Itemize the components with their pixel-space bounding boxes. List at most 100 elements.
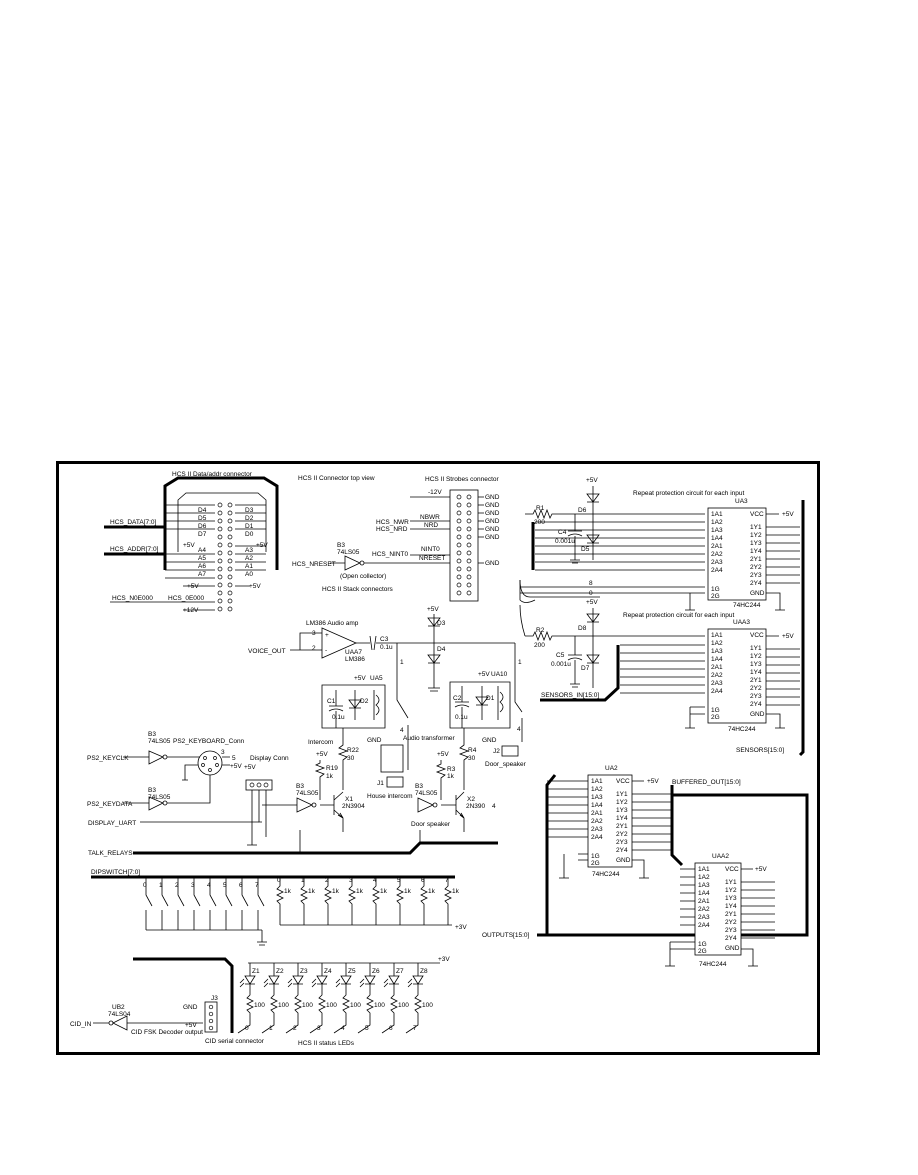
relay-switch-1 [396, 643, 409, 770]
pullup-resistor [444, 877, 452, 925]
zener-label: Z5 [348, 968, 356, 975]
repeat-note-bottom: Repeat protection circuit for each input [623, 612, 734, 619]
pullup-value: 1k [428, 888, 436, 895]
ua2-label: UA2 [605, 765, 618, 772]
r3-5v: +5V [437, 751, 449, 758]
data-conn-hole [217, 574, 223, 580]
data-conn-hole [217, 510, 223, 516]
chip-pin-name: 2A1 [711, 664, 723, 671]
chip-pin-name: 1Y3 [750, 540, 762, 547]
pin-d6: D6 [198, 523, 207, 530]
sensors-in-label: SENSORS_IN[15:0] [541, 692, 599, 699]
dip-switch [225, 877, 233, 930]
dip-switch [257, 877, 265, 930]
led-arrows [335, 978, 341, 988]
ps2-connector-pins [201, 756, 219, 772]
pullup-resistor [348, 877, 356, 925]
chip-pin-name: 2A2 [591, 818, 603, 825]
chip-pin-name: 1A4 [698, 890, 710, 897]
talk-relays-label: TALK_RELAYS [88, 850, 133, 857]
pullup-resistor [396, 877, 404, 925]
chip-pin-name: 2Y2 [616, 831, 628, 838]
uaa3-label: UAA3 [733, 619, 750, 626]
strobes-gnd-labels: GND GND GND GND GND GND GND [485, 494, 500, 567]
chip-pin-name: 2Y4 [616, 847, 628, 854]
chip-pin-name: 1A2 [711, 640, 723, 647]
c1-label: C1 [327, 698, 336, 705]
c3-label: C3 [380, 636, 389, 643]
data-connector-inner [177, 492, 267, 552]
lm386-plus: + [325, 632, 329, 639]
chip-pin-name: 2A4 [591, 834, 603, 841]
chip-pin-name: 1A3 [711, 648, 723, 655]
data-conn-hole [227, 542, 233, 548]
data-conn-hole [217, 598, 223, 604]
data-conn-hole [217, 526, 223, 532]
ua2-inputs [547, 780, 588, 879]
chip-pin-name: 1A4 [711, 535, 723, 542]
data-conn-hole [227, 566, 233, 572]
pin-d0: D0 [245, 531, 254, 538]
pin-d3: D3 [245, 507, 254, 514]
r2-value: 200 [534, 642, 545, 649]
door-speaker-label: Door speaker [411, 821, 451, 828]
uaa3-5v: +5V [782, 633, 794, 640]
j3-pins [208, 1004, 214, 1031]
pullup-value: 1k [308, 888, 316, 895]
pullup-resistor [420, 877, 428, 925]
chip-pin-name: VCC [750, 511, 764, 518]
data-conn-hole [217, 590, 223, 596]
strobes-conn-hole [456, 550, 462, 556]
data-conn-hole [227, 590, 233, 596]
pullup-bit: 1 [301, 877, 305, 884]
ua3-label: UA3 [735, 498, 748, 505]
strobes-conn-hole [456, 510, 462, 516]
ua3-g-lines [519, 580, 705, 611]
chip-pin-name: 2Y3 [750, 572, 762, 579]
pullup-bit: 3 [349, 877, 353, 884]
chip-pin-name: 1Y4 [616, 815, 628, 822]
b3-kdata: B3 [148, 787, 156, 794]
chip-pin-name: 1A2 [711, 519, 723, 526]
c5-cap [567, 636, 583, 688]
b3-ps2: B3 [148, 731, 156, 738]
ua10-gnd: GND [482, 737, 497, 744]
r19-label: R19 [326, 765, 338, 772]
uaa2-pin-names: 1A11A21A31A42A12A22A32A41G2GVCC1Y11Y21Y3… [698, 866, 740, 955]
chip-pin-name: 2A3 [711, 680, 723, 687]
lm386-pin3: 3 [312, 630, 316, 637]
chip-pin-name: 1Y3 [725, 895, 737, 902]
r22-resistor [337, 728, 349, 790]
pullup-value: 1k [356, 888, 364, 895]
dip-switch [193, 877, 201, 930]
prot-top-diodes [586, 486, 600, 560]
x2-transistor [441, 791, 465, 832]
chip-pin-name: 1A3 [591, 794, 603, 801]
chip-pin-name: 2Y2 [750, 564, 762, 571]
r2-label: R2 [536, 627, 545, 634]
status-led [261, 963, 280, 1034]
d3-5v: +5V [427, 606, 439, 613]
pin-a7: A7 [198, 571, 206, 578]
chip-pin-name: 2A4 [698, 922, 710, 929]
lm386-amp [321, 627, 357, 659]
led-bit: 1 [269, 1025, 273, 1032]
r3-resistor [435, 760, 447, 800]
chip-pin-name: 1G [591, 853, 600, 860]
led-arrows [311, 978, 317, 988]
dip-switch [177, 877, 185, 930]
pullup-value: 1k [332, 888, 340, 895]
j3-label: J3 [211, 995, 218, 1002]
ua2-5v: +5V [647, 778, 659, 785]
nrd-label: NRD [424, 522, 438, 529]
data-conn-hole [217, 566, 223, 572]
uaa2-chip [694, 862, 742, 956]
x1-buffer [262, 797, 317, 813]
c3-cap [369, 635, 515, 651]
prot-5v-bottom: +5V [586, 599, 598, 606]
pullup-bit: 7 [445, 877, 449, 884]
b3-x2: B3 [415, 783, 423, 790]
r2-resistor [525, 630, 705, 642]
dip-bit: 6 [239, 882, 243, 889]
x2-pin4: 4 [492, 803, 496, 810]
